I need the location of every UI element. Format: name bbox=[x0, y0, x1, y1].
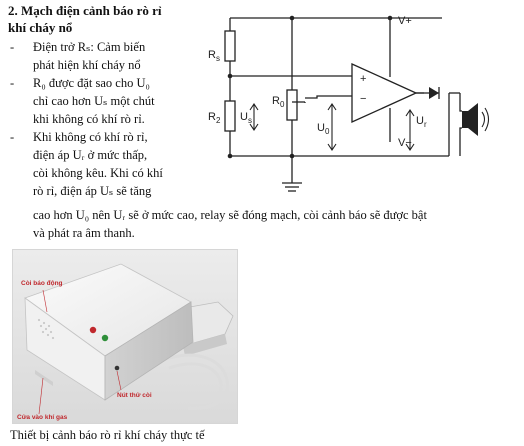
speaker-icon bbox=[462, 103, 490, 136]
label-test-button: Nút thử còi bbox=[117, 392, 152, 399]
green-led-icon bbox=[101, 334, 109, 342]
sign-plus: + bbox=[360, 73, 366, 85]
bullet-line: điện áp Uᵣ ở mức thấp, bbox=[33, 148, 148, 162]
label-us-sub: s bbox=[248, 116, 252, 125]
bullet-item: - Khi không có khí rò rỉ, điện áp Uᵣ ở m… bbox=[8, 128, 208, 200]
section-title-line2: khí cháy nổ bbox=[8, 20, 73, 35]
svg-text:U0: U0 bbox=[317, 122, 330, 136]
section-title-line1: 2. Mạch điện cảnh báo rò rỉ bbox=[8, 3, 162, 18]
bullet-item: - Điện trở Rₛ: Cảm biến phát hiện khí ch… bbox=[8, 38, 208, 74]
bullet-line: chỉ cao hơn Uₛ một chút bbox=[33, 94, 155, 108]
bullet-line: R₀ được đặt sao cho U₀ bbox=[33, 76, 150, 90]
section-heading: 2. Mạch điện cảnh báo rò rỉ khí cháy nổ bbox=[8, 2, 208, 36]
red-led-icon bbox=[89, 326, 97, 334]
device-photo: Còi báo động Nút thử còi Cửa vào khí gas bbox=[12, 249, 238, 424]
bullet-line: phát hiện khí cháy nổ bbox=[33, 58, 141, 72]
label-v-plus: V+ bbox=[398, 15, 412, 27]
svg-text:R2: R2 bbox=[208, 111, 221, 125]
label-rs-sub: s bbox=[216, 54, 220, 63]
bullet-line: Điện trở Rₛ: Cảm biến bbox=[33, 40, 146, 54]
label-alarm-siren: Còi báo động bbox=[21, 280, 63, 287]
sign-minus: − bbox=[360, 93, 366, 105]
label-gas-inlet: Cửa vào khí gas bbox=[17, 414, 68, 421]
label-v-minus: V− bbox=[398, 137, 412, 149]
svg-text:Us: Us bbox=[240, 111, 252, 125]
bullet-list: - Điện trở Rₛ: Cảm biến phát hiện khí ch… bbox=[8, 38, 208, 200]
bullet-dash: - bbox=[10, 40, 15, 54]
svg-text:R0: R0 bbox=[272, 95, 285, 109]
label-r0-sub: 0 bbox=[280, 100, 285, 109]
bullet-line: khi không có khí rò rỉ. bbox=[33, 112, 145, 126]
continuation-line1: cao hơn U₀ nên Uᵣ sẽ ở mức cao, relay sẽ… bbox=[33, 208, 427, 222]
alarm-circuit-diagram: V+ V− + − Rs R2 R0 Us U0 Ur bbox=[208, 15, 490, 192]
label-u0-sub: 0 bbox=[325, 127, 330, 136]
label-ur: U bbox=[416, 115, 424, 127]
test-button-icon bbox=[114, 365, 120, 371]
bullet-line: còi không kêu. Khi có khí bbox=[33, 166, 163, 180]
bullet-line: Khi không có khí rò rỉ, bbox=[33, 130, 148, 144]
bullet-dash: - bbox=[10, 76, 15, 90]
svg-text:Rs: Rs bbox=[208, 49, 220, 63]
bullet-continuation: cao hơn U₀ nên Uᵣ sẽ ở mức cao, relay sẽ… bbox=[33, 206, 503, 242]
label-r2-sub: 2 bbox=[216, 116, 221, 125]
photo-caption: Thiết bị cảnh báo rò rỉ khí cháy thực tế bbox=[10, 428, 205, 442]
label-u0: U bbox=[317, 122, 325, 134]
bullet-dash: - bbox=[10, 130, 15, 144]
continuation-line2: và phát ra âm thanh. bbox=[33, 226, 135, 240]
bullet-line: rò rỉ, điện áp Uₛ sẽ tăng bbox=[33, 184, 152, 198]
label-ur-sub: r bbox=[424, 120, 427, 129]
bullet-item: - R₀ được đặt sao cho U₀ chỉ cao hơn Uₛ … bbox=[8, 74, 208, 128]
svg-text:Ur: Ur bbox=[416, 115, 427, 129]
label-r2: R bbox=[208, 111, 216, 123]
gas-alarm-device-illustration bbox=[13, 250, 237, 423]
label-us: U bbox=[240, 111, 248, 123]
label-r0: R bbox=[272, 95, 280, 107]
label-rs: R bbox=[208, 49, 216, 61]
